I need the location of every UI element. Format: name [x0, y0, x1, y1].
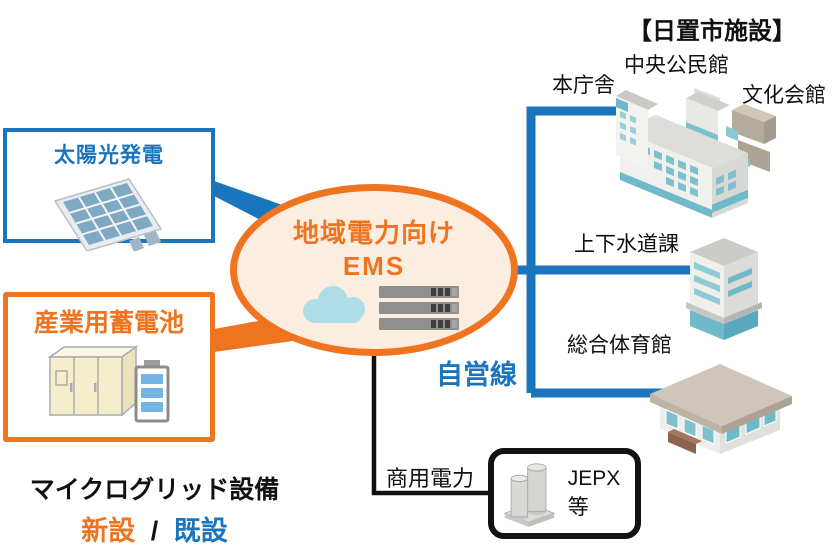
solar-panel-icon — [53, 178, 163, 251]
gymnasium-building-illustration — [650, 364, 792, 454]
power-plant-icon — [503, 462, 556, 527]
facility-label-main-government-building: 本庁舎 — [552, 74, 615, 97]
private-line-trunk — [526, 106, 640, 393]
water-division-building-illustration — [686, 238, 762, 340]
industrial-battery-label: 産業用蓄電池 — [33, 309, 184, 337]
city-hall-complex-illustration — [616, 88, 776, 218]
solar-power-label: 太陽光発電 — [54, 144, 164, 167]
battery-cabinet-icon — [47, 345, 170, 423]
ems-node: 地域電力向け EMS — [230, 184, 518, 356]
jepx-box: JEPX等 — [488, 448, 641, 539]
commercial-power-label: 商用電力 — [386, 466, 475, 491]
legend-key: 新設 / 既設 — [12, 509, 297, 548]
legend: マイクログリッド設備 新設 / 既設 — [12, 470, 297, 548]
legend-separator: / — [150, 516, 159, 546]
facility-label-central-community-center: 中央公民館 — [624, 54, 729, 77]
facility-label-water-sewage-division: 上下水道課 — [574, 233, 679, 256]
legend-existing-label: 既設 — [173, 516, 228, 546]
commercial-power-line — [371, 350, 489, 496]
ems-title-line1: 地域電力向け — [292, 218, 455, 248]
facilities-header: 【日置市施設】 — [628, 18, 796, 45]
legend-new-label: 新設 — [81, 516, 136, 546]
jepx-label: JEPX等 — [567, 466, 621, 519]
solar-power-box: 太陽光発電 — [3, 128, 215, 251]
legend-title: マイクログリッド設備 — [29, 476, 280, 504]
industrial-battery-box: 産業用蓄電池 — [3, 292, 215, 442]
facility-label-culture-hall: 文化会館 — [742, 84, 826, 107]
server-rack-icon — [379, 286, 459, 330]
ems-title-line2: EMS — [342, 251, 406, 281]
facility-label-general-gymnasium: 総合体育館 — [567, 334, 672, 357]
cloud-icon — [303, 286, 365, 323]
private-line-label: 自営線 — [436, 360, 517, 390]
